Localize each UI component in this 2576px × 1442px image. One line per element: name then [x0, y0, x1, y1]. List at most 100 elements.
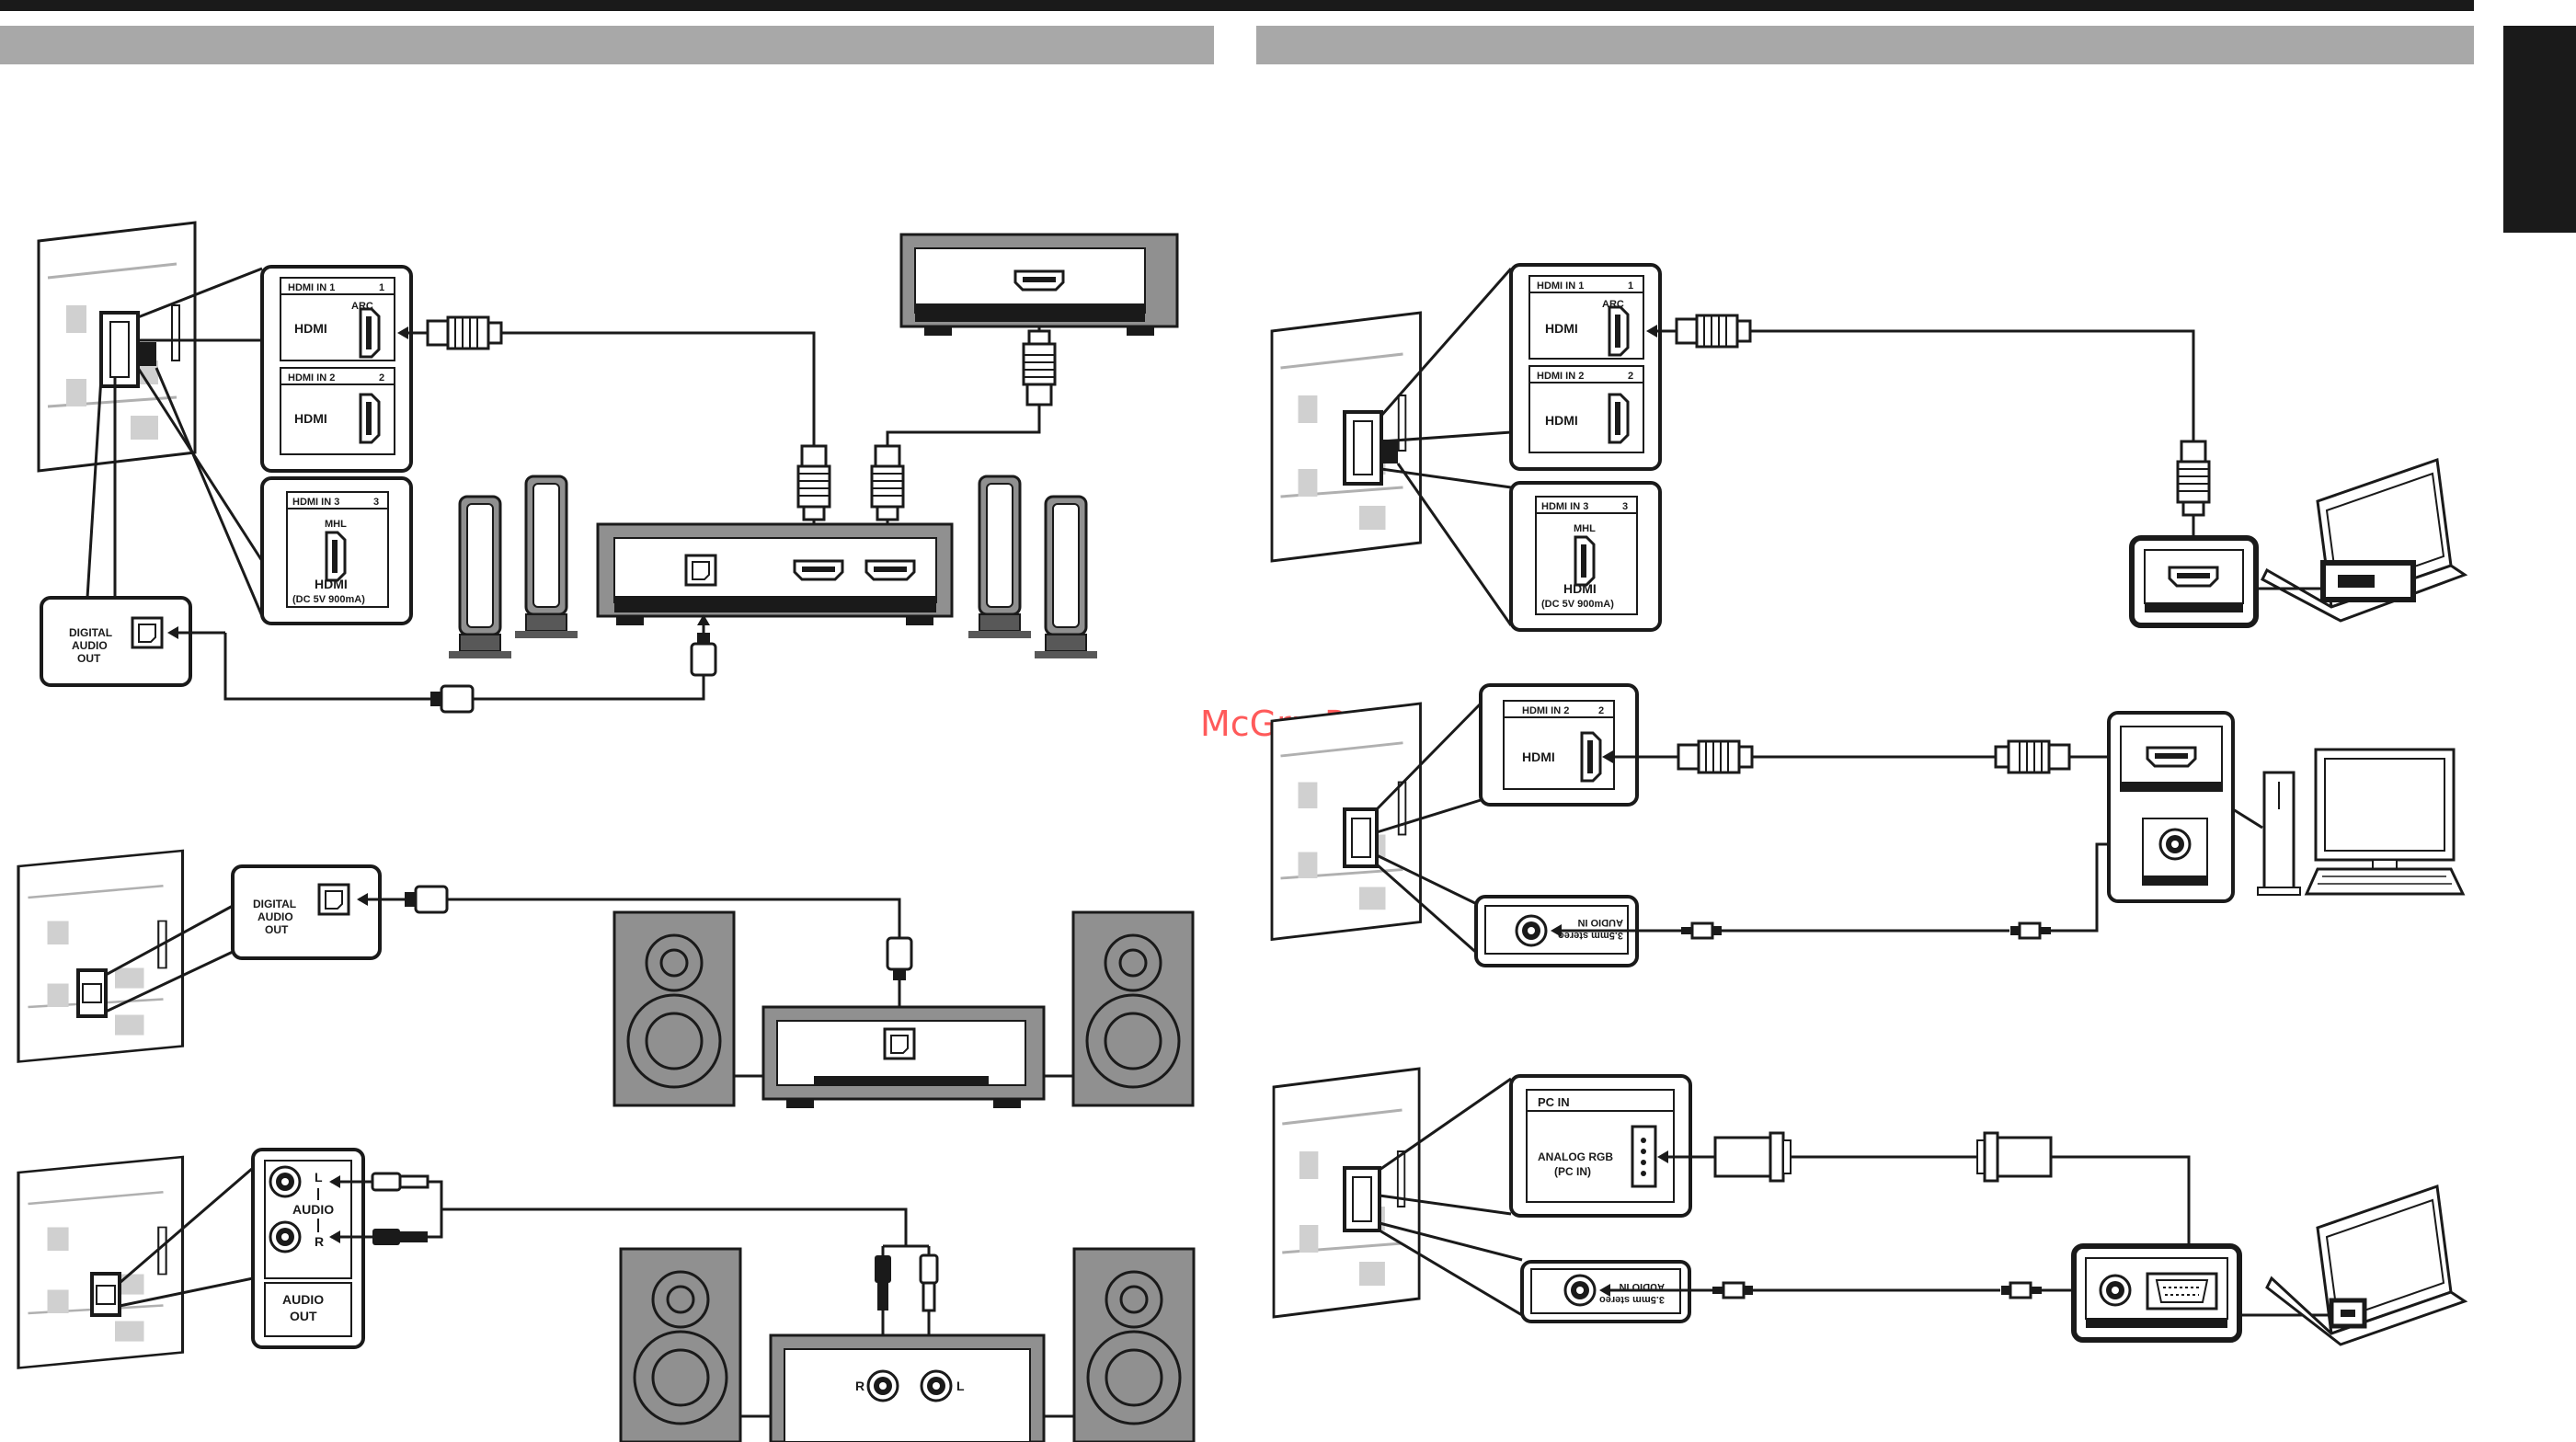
- av-amplifier: [596, 522, 954, 625]
- hdmi-in-1-label: HDMI IN 1: [288, 282, 335, 293]
- audio-r-port[interactable]: [269, 1220, 302, 1253]
- pc-audio-in-port[interactable]: [1515, 914, 1548, 947]
- hdmi-plug: [426, 315, 503, 350]
- left-tab-bar: [0, 26, 1214, 64]
- audio-l-label: L: [315, 1170, 323, 1184]
- speaker: [513, 475, 579, 640]
- pc-in-label: PC IN: [1538, 1095, 1570, 1109]
- top-rule: [0, 0, 2474, 11]
- hdmi-plug: [1675, 314, 1752, 349]
- mini-jack: [1711, 1281, 1755, 1299]
- right-tab-bar: [1256, 26, 2474, 64]
- amp-r-label: R: [855, 1379, 864, 1393]
- amp-l-label: L: [956, 1379, 965, 1393]
- hdmi-in-3-number: 3: [1622, 501, 1628, 512]
- vga-port[interactable]: [1631, 1125, 1657, 1188]
- hdmi-in-3-port[interactable]: [325, 531, 347, 582]
- hdmi-in-2-number: 2: [1598, 705, 1604, 716]
- hdmi-logo: HDMI: [1563, 581, 1597, 596]
- hdmi-in-2-port[interactable]: [1580, 731, 1602, 783]
- vga-plug: [1713, 1131, 1792, 1183]
- hdmi-in-2-label: HDMI IN 2: [1522, 705, 1569, 716]
- speaker: [1072, 1247, 1196, 1442]
- stereo-amplifier: [761, 1005, 1046, 1108]
- hdmi-in-2-port[interactable]: [1608, 393, 1630, 444]
- out-label: OUT: [265, 923, 289, 936]
- mhl-power-label: (DC 5V 900mA): [1541, 599, 1614, 610]
- audio-r-label: R: [315, 1234, 324, 1249]
- hdmi-in-2-label: HDMI IN 2: [288, 372, 335, 383]
- optical-cable: [447, 898, 901, 938]
- diagram-tv-vga-laptop: PC IN ANALOG RGB (PC IN) AUDIO IN 3.5mm …: [1272, 1067, 2468, 1346]
- laptop: [2265, 1184, 2468, 1346]
- stereo-amplifier: R L: [769, 1333, 1046, 1442]
- laptop-hdmi-port[interactable]: [2168, 566, 2219, 588]
- mhl-label: MHL: [325, 519, 347, 530]
- audio-out-label: AUDIO: [282, 1292, 324, 1307]
- hdmi-cable: [1750, 329, 2195, 441]
- analog-rgb-label: ANALOG RGB: [1538, 1150, 1613, 1163]
- desktop-pc: [2257, 748, 2466, 896]
- hdmi-in-3-label: HDMI IN 3: [1541, 501, 1588, 512]
- hdmi-plug: [870, 444, 905, 521]
- laptop-audio-out-port[interactable]: [2099, 1274, 2132, 1307]
- tv-port-highlight: [99, 311, 140, 388]
- optical-out-port[interactable]: [131, 616, 164, 649]
- diagram-tv-optical-audio: DIGITAL AUDIO OUT: [17, 849, 1195, 1108]
- hdmi-logo: HDMI: [294, 321, 327, 336]
- pc-audio-out-port[interactable]: [2158, 828, 2192, 861]
- speaker: [613, 910, 736, 1107]
- vga-plug: [1976, 1131, 2053, 1183]
- amp-hdmi-in[interactable]: [793, 559, 844, 581]
- source-player: [899, 233, 1179, 336]
- hdmi-in-1-label: HDMI IN 1: [1537, 280, 1584, 292]
- amp-optical-in[interactable]: [684, 554, 717, 587]
- mhl-label: MHL: [1574, 523, 1596, 534]
- out-label: OUT: [77, 652, 101, 665]
- hdmi-in-3-port[interactable]: [1574, 535, 1596, 587]
- diagram-tv-analog-audio: L AUDIO R AUDIO OUT: [17, 1148, 1196, 1442]
- speaker: [1071, 910, 1195, 1107]
- speaker: [1033, 495, 1099, 660]
- hdmi-logo: HDMI: [1545, 321, 1578, 336]
- hdmi-plug: [796, 444, 831, 521]
- hdmi-logo: HDMI: [1545, 413, 1578, 428]
- speaker: [967, 475, 1033, 640]
- hdmi-in-2-port[interactable]: [359, 393, 381, 444]
- laptop-vga-port[interactable]: [2146, 1272, 2218, 1310]
- hdmi-in-3-number: 3: [373, 497, 379, 508]
- stereo-label: 3.5mm stereo: [1558, 930, 1623, 941]
- side-language-tab: [2503, 26, 2576, 233]
- digital-audio-out-panel: [231, 864, 382, 960]
- hdmi-plug: [1677, 739, 1754, 774]
- pc-hdmi-port[interactable]: [2146, 746, 2197, 768]
- pc-audio-in-port[interactable]: [1563, 1274, 1597, 1307]
- optical-out-port[interactable]: [317, 883, 350, 916]
- digital-audio-out-panel: [40, 596, 192, 687]
- audio-label: AUDIO: [258, 910, 293, 923]
- hdmi-in-2-number: 2: [379, 372, 384, 383]
- audio-out-label: OUT: [290, 1309, 317, 1323]
- hdmi-logo: HDMI: [1522, 750, 1555, 764]
- hdmi-in-1-port[interactable]: [359, 307, 381, 359]
- rca-cable: [428, 1180, 443, 1239]
- audio-label: AUDIO: [292, 1202, 334, 1217]
- hdmi-cable: [501, 331, 816, 446]
- hdmi-in-2-number: 2: [1628, 371, 1633, 382]
- amp-optical-in[interactable]: [883, 1027, 916, 1060]
- hdmi-in-1-port[interactable]: [1608, 305, 1630, 357]
- analog-rgb-sub-label: (PC IN): [1554, 1165, 1591, 1178]
- amp-l-port[interactable]: [920, 1369, 953, 1402]
- audio-l-port[interactable]: [269, 1165, 302, 1198]
- amp-hdmi-out[interactable]: [864, 559, 916, 581]
- amp-r-port[interactable]: [866, 1369, 899, 1402]
- speaker: [447, 495, 513, 660]
- hdmi-logo: HDMI: [294, 411, 327, 426]
- hdmi-in-1-number: 1: [1628, 280, 1633, 292]
- speaker: [619, 1247, 742, 1442]
- pc-audio-in-label: AUDIO IN: [1577, 917, 1623, 928]
- laptop: [2261, 457, 2468, 623]
- mini-jack: [1679, 921, 1723, 940]
- optical-cable: [223, 633, 430, 701]
